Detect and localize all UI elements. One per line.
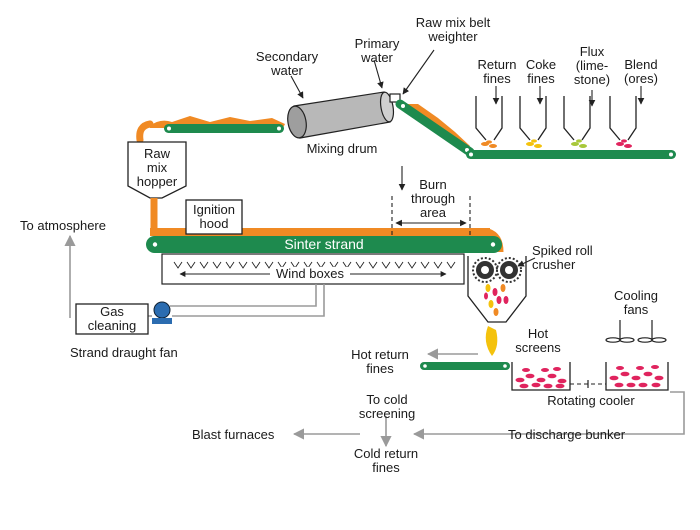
wind-box-tooth (446, 261, 456, 269)
label-raw-mix-hopper: Raw mix hopper (136, 146, 178, 189)
return-fines-pile (481, 140, 497, 148)
burn-through-area (391, 166, 471, 236)
label-flux: Flux (lime- stone) (573, 44, 611, 87)
label-hot-screens: Hot screens (515, 326, 561, 355)
label-spiked-roll-crusher: Spiked roll crusher (532, 243, 593, 272)
coke-fines-pile (526, 139, 542, 148)
wind-box-tooth (420, 261, 430, 269)
label-to-atmosphere: To atmosphere (20, 218, 106, 233)
label-primary-water: Primary water (354, 36, 400, 65)
falling-sinter (484, 284, 509, 356)
inclined-conveyor (395, 99, 475, 157)
label-coke-fines: Coke fines (525, 57, 557, 86)
wind-box-tooth (212, 261, 222, 269)
label-burn-through-area: Burn through area (410, 177, 456, 220)
label-blend: Blend (ores) (624, 57, 658, 86)
bin-coke-fines (519, 96, 547, 141)
spiked-roll-crusher (472, 257, 522, 283)
label-return-fines: Return fines (477, 57, 517, 86)
label-cold-return-fines: Cold return fines (353, 446, 419, 475)
label-to-cold-screening: To cold screening (358, 392, 416, 421)
bin-return-fines (475, 96, 503, 141)
cooler-pink-left (515, 367, 567, 389)
blend-pile (616, 139, 632, 148)
label-hot-return-fines: Hot return fines (351, 347, 409, 376)
label-gas-cleaning: Gas cleaning (87, 304, 137, 333)
label-rotating-cooler: Rotating cooler (547, 393, 635, 408)
belt-weighter-box (389, 93, 401, 103)
wind-box-tooth (173, 261, 183, 269)
wind-box-tooth (186, 261, 196, 269)
rotating-cooler (511, 362, 669, 391)
discharge-line (412, 391, 685, 440)
label-cooling-fans: Cooling fans (613, 288, 659, 317)
label-strand-draught-fan: Strand draught fan (70, 345, 178, 360)
mixing-drum (287, 91, 395, 139)
orange-flow-down (136, 120, 154, 144)
crusher-chute (467, 256, 527, 323)
label-blast-furnaces: Blast furnaces (192, 427, 275, 442)
sinter-strand (146, 236, 502, 253)
label-mixing-drum: Mixing drum (306, 141, 378, 156)
bin-blend (609, 96, 637, 141)
wind-box-tooth (433, 261, 443, 269)
label-sinter-strand: Sinter strand (284, 236, 364, 252)
raw-mix-hopper (127, 141, 187, 199)
wind-box-tooth (355, 261, 365, 269)
label-secondary-water: Secondary water (255, 49, 319, 78)
label-to-discharge-bunker: To discharge bunker (508, 427, 626, 442)
wind-box-tooth (394, 261, 404, 269)
wind-box-tooth (381, 261, 391, 269)
gas-duct (120, 284, 325, 317)
hot-screens-conveyor (420, 362, 510, 370)
wind-box-tooth (251, 261, 261, 269)
label-ignition-hood: Ignition hood (193, 202, 235, 231)
wind-box-tooth (225, 261, 235, 269)
bin-flux (563, 96, 591, 141)
wind-box-tooth (199, 261, 209, 269)
gas-cleaning-box (75, 303, 149, 335)
ignition-hood (185, 199, 243, 235)
label-wind-boxes: Wind boxes (270, 267, 350, 281)
cooler-pink-right (609, 365, 664, 388)
upper-conveyor (164, 124, 284, 133)
strand-draught-fan (152, 301, 172, 324)
flux-pile (571, 139, 587, 148)
label-raw-mix-belt-weighter: Raw mix belt weighter (415, 15, 491, 44)
wind-box-tooth (238, 261, 248, 269)
wind-box-tooth (264, 261, 274, 269)
cooling-fans (605, 320, 667, 343)
wind-box-tooth (407, 261, 417, 269)
wind-box-tooth (368, 261, 378, 269)
feed-conveyor (466, 150, 676, 159)
